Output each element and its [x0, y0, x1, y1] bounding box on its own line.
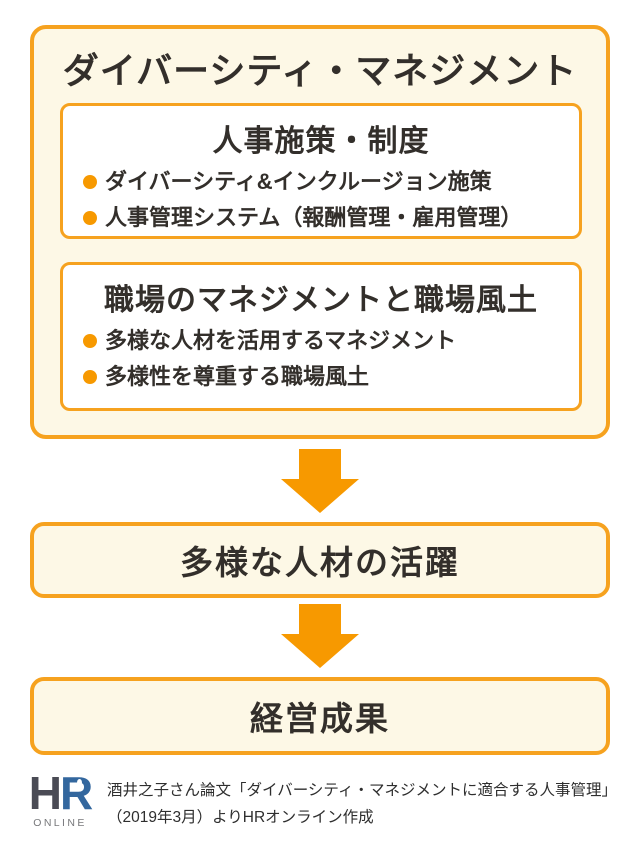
list-item: 人事管理システム（報酬管理・雇用管理） — [83, 203, 565, 234]
bullet-text: 多様な人材を活用するマネジメント — [105, 328, 457, 353]
footer: HR ONLINE 酒井之子さん論文「ダイバーシティ・マネジメントに適合する人事… — [25, 770, 617, 831]
down-arrow-icon — [281, 604, 359, 668]
list-item: ダイバーシティ&インクルージョン施策 — [83, 167, 565, 198]
credit-line-1: 酒井之子さん論文「ダイバーシティ・マネジメントに適合する人事管理」 — [107, 782, 617, 799]
section-card-hr-policies: 人事施策・制度 ダイバーシティ&インクルージョン施策 人事管理システム（報酬管理… — [60, 103, 582, 239]
logo-letter-h: H — [28, 767, 62, 819]
bullet-text: ダイバーシティ&インクルージョン施策 — [105, 169, 492, 194]
credit-line-2: （2019年3月）よりHRオンライン作成 — [107, 809, 374, 827]
bullet-dot-icon — [83, 369, 97, 384]
outcome-box-business-results: 経営成果 — [30, 677, 610, 755]
hr-online-logo: HR ONLINE — [25, 770, 95, 829]
diversity-management-box: ダイバーシティ・マネジメント 人事施策・制度 ダイバーシティ&インクルージョン施… — [30, 25, 610, 439]
bullet-text: 多様性を尊重する職場風土 — [105, 363, 370, 389]
bullet-dot-icon — [83, 334, 97, 348]
logo-online-text: ONLINE — [33, 817, 87, 829]
down-arrow-icon — [281, 449, 359, 513]
section-heading: 人事施策・制度 — [212, 125, 430, 158]
page-title: ダイバーシティ・マネジメント — [62, 50, 578, 91]
bullet-list: 多様な人材を活用するマネジメント 多様性を尊重する職場風土 — [77, 326, 565, 393]
bullet-dot-icon — [83, 210, 97, 225]
section-heading: 職場のマネジメントと職場風土 — [104, 284, 538, 317]
hr-logo-text: HR — [25, 770, 95, 816]
credit-text: 酒井之子さん論文「ダイバーシティ・マネジメントに適合する人事管理」 （2019年… — [107, 770, 617, 831]
section-card-workplace: 職場のマネジメントと職場風土 多様な人材を活用するマネジメント 多様性を尊重する… — [60, 262, 582, 411]
outcome-box-talent: 多様な人材の活躍 — [30, 522, 610, 598]
logo-letter-r: R — [60, 767, 93, 819]
list-item: 多様な人材を活用するマネジメント — [83, 326, 565, 357]
list-item: 多様性を尊重する職場風土 — [83, 362, 565, 393]
bullet-list: ダイバーシティ&インクルージョン施策 人事管理システム（報酬管理・雇用管理） — [77, 167, 565, 234]
bullet-dot-icon — [83, 175, 97, 189]
bullet-text: 人事管理システム（報酬管理・雇用管理） — [105, 204, 523, 230]
